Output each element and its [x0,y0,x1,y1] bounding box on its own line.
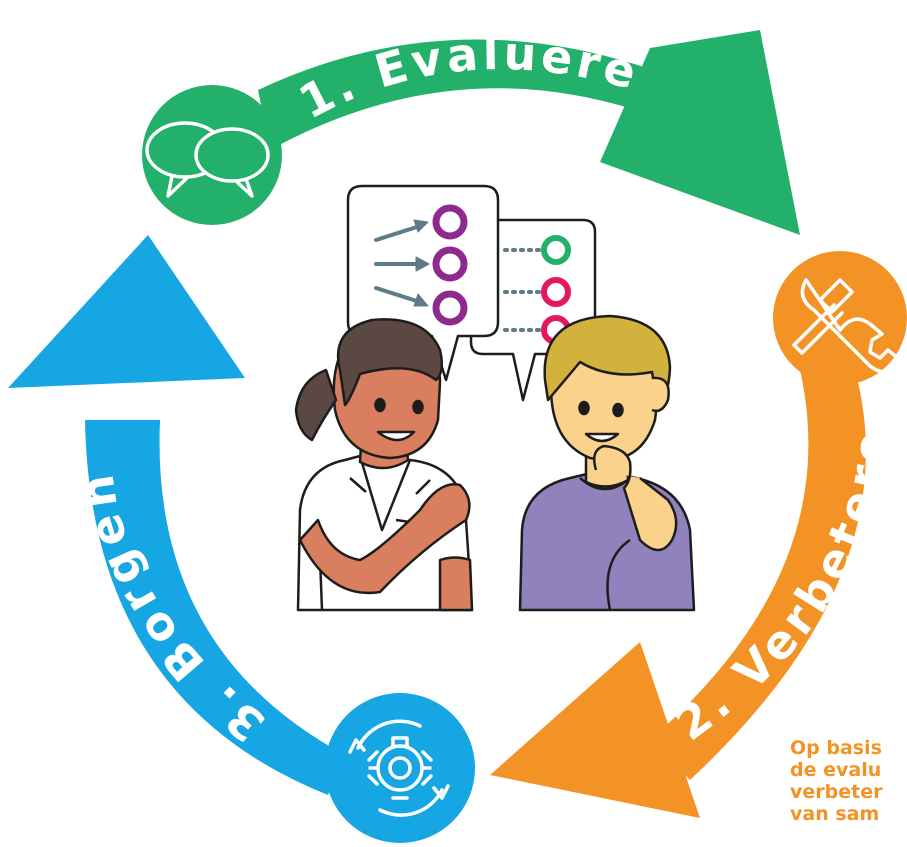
note-line: de evalu [790,759,882,781]
evalueren-arrow [258,30,800,235]
note-line: Op basis [790,737,882,759]
nurse-figure [294,318,474,612]
note-line: van sam [790,803,880,825]
note-line: verbeter [790,781,883,803]
speech-bubbles-icon [142,85,282,225]
verbeteren-arrow [490,370,866,818]
center-illustration [294,184,696,612]
verbeteren-description: Op basis de evalu verbeter van sam [790,737,907,843]
gear-cycle-icon [325,693,475,843]
borgen-arrow [8,235,345,795]
wrench-hammer-icon [773,251,907,385]
man-figure [518,314,696,612]
